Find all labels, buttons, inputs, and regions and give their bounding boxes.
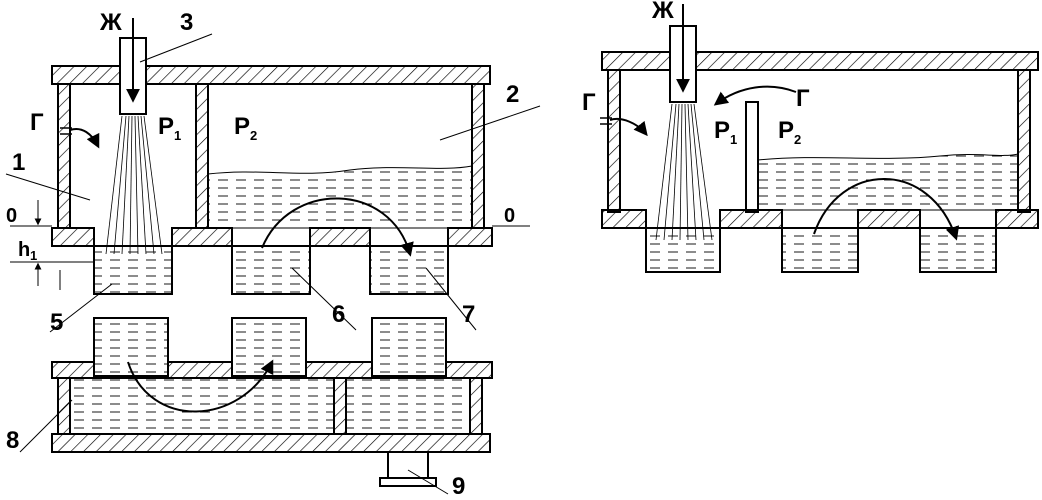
callout-7: 7 bbox=[462, 301, 475, 328]
callout-2: 2 bbox=[506, 81, 519, 108]
spray-cone bbox=[105, 115, 163, 255]
right-spray-cone bbox=[655, 103, 713, 241]
pressure-p1-subscript: 1 bbox=[174, 128, 181, 143]
level-right-label: 0 bbox=[504, 205, 515, 227]
bottom-plate bbox=[51, 433, 491, 453]
right-cup-3 bbox=[919, 227, 997, 273]
callout-9: 9 bbox=[452, 473, 465, 500]
bottom-chamber-right bbox=[345, 377, 471, 435]
cup-8c bbox=[371, 317, 447, 377]
liquid-inlet-label: Ж bbox=[99, 9, 122, 36]
right-pressure-p1-label: P bbox=[714, 117, 730, 144]
callout-5: 5 bbox=[50, 309, 63, 336]
callout-6: 6 bbox=[332, 301, 345, 328]
right-cup-1 bbox=[645, 227, 721, 273]
top-plate bbox=[51, 65, 491, 85]
right-cup-2 bbox=[781, 227, 859, 273]
cup-5 bbox=[93, 245, 173, 295]
bottom-wall-right bbox=[469, 377, 483, 435]
bottom-wall-mid bbox=[333, 377, 347, 435]
transfer-arrow-upper bbox=[261, 197, 414, 257]
right-baffle bbox=[745, 101, 759, 213]
transfer-arrow-lower bbox=[127, 359, 274, 413]
right-liquid-inlet-label: Ж bbox=[651, 0, 674, 24]
right-apparatus bbox=[600, 4, 1039, 273]
pressure-p2-label: P bbox=[234, 113, 250, 140]
callout-3: 3 bbox=[180, 9, 193, 36]
right-pressure-p1-subscript: 1 bbox=[730, 132, 737, 147]
pressure-p1-label: P bbox=[158, 113, 174, 140]
cup-6 bbox=[231, 245, 311, 295]
right-wall bbox=[471, 83, 485, 229]
right-left-wall bbox=[607, 69, 621, 213]
pressure-p2-subscript: 2 bbox=[250, 128, 257, 143]
height-label: h bbox=[18, 239, 30, 261]
callout-8: 8 bbox=[6, 427, 19, 454]
left-apparatus bbox=[5, 18, 541, 495]
bottom-chamber-left bbox=[69, 377, 335, 435]
partition-wall bbox=[195, 83, 209, 229]
right-top-plate bbox=[601, 51, 1039, 71]
chamber-liquid bbox=[207, 165, 473, 229]
cup-8a bbox=[93, 317, 169, 377]
bottom-wall-left bbox=[57, 377, 71, 435]
outlet bbox=[387, 451, 429, 479]
right-gas-inlet-label: Г bbox=[582, 89, 596, 116]
left-wall bbox=[57, 83, 71, 229]
gas-inlet-label: Г bbox=[30, 109, 44, 136]
right-pressure-p2-label: P bbox=[778, 117, 794, 144]
right-pressure-p2-subscript: 2 bbox=[794, 132, 801, 147]
right-chamber-liquid bbox=[757, 153, 1019, 211]
callout-1: 1 bbox=[12, 149, 25, 176]
height-subscript: 1 bbox=[30, 248, 37, 263]
right-right-wall bbox=[1017, 69, 1031, 213]
right-transfer-arrow bbox=[813, 178, 960, 241]
level-left-label: 0 bbox=[6, 205, 17, 227]
right-gas-return-label: Г bbox=[796, 85, 810, 112]
